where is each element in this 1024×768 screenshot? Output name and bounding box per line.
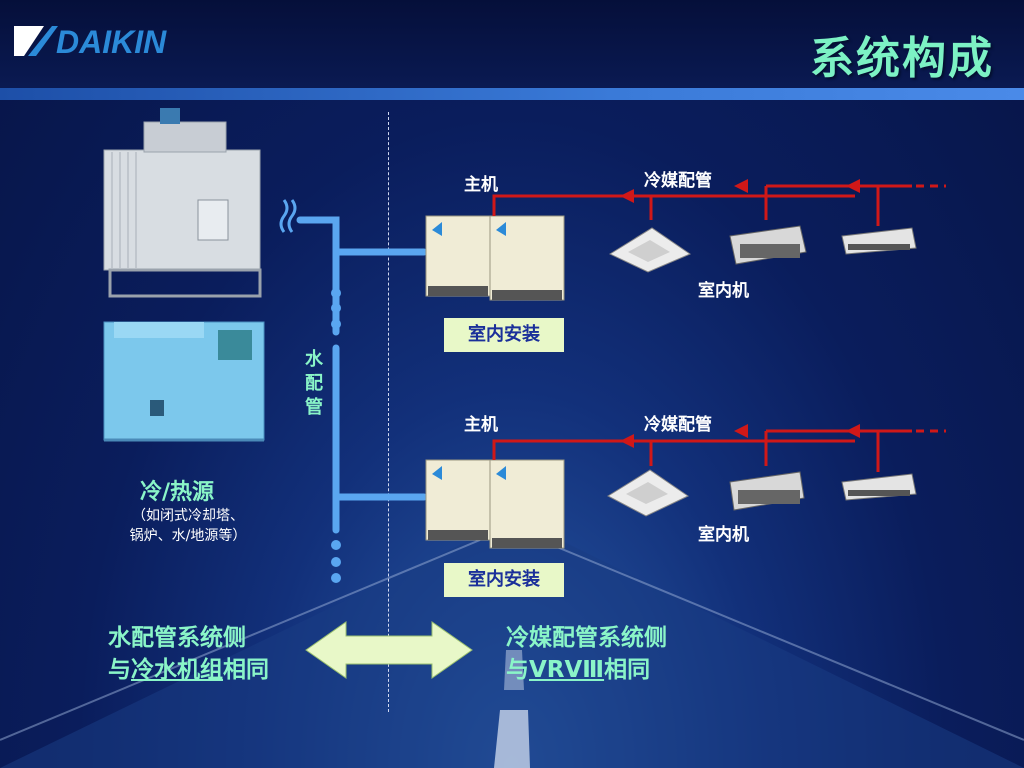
double-arrow-icon xyxy=(305,621,473,679)
upper-main-unit-label: 主机 xyxy=(464,175,498,195)
source-title: 冷/热源 xyxy=(140,480,215,505)
water-pipe-label: 水 配 管 xyxy=(305,349,323,418)
boiler-image xyxy=(103,321,265,442)
upper-refrigerant-label: 冷媒配管 xyxy=(644,171,712,191)
lower-refrigerant-pipe xyxy=(492,429,946,472)
water-pipe-dots xyxy=(331,288,341,583)
source-subtitle: （如闭式冷却塔、 锅炉、水/地源等） xyxy=(129,508,247,544)
bottom-left-text: 水配管系统侧 与冷水机组相同 xyxy=(108,625,269,683)
lower-install-label: 室内安装 xyxy=(444,563,564,597)
daikin-logo: DAIKIN xyxy=(14,24,167,60)
upper-outdoor-unit-image xyxy=(425,215,565,301)
upper-indoor-units-image xyxy=(608,225,917,273)
road-background xyxy=(0,540,1024,768)
section-divider xyxy=(388,112,389,712)
lower-refrigerant-label: 冷媒配管 xyxy=(644,415,712,435)
lower-indoor-units-image xyxy=(606,469,917,517)
lower-outdoor-unit-image xyxy=(425,459,565,549)
upper-refrigerant-pipe xyxy=(492,184,946,226)
upper-indoor-label: 室内机 xyxy=(698,281,749,301)
lower-main-unit-label: 主机 xyxy=(464,415,498,435)
page-title: 系统构成 xyxy=(810,33,994,84)
daikin-logo-text: DAIKIN xyxy=(56,24,167,60)
upper-install-label: 室内安装 xyxy=(444,318,564,352)
header-bar xyxy=(0,0,1024,88)
lower-indoor-label: 室内机 xyxy=(698,525,749,545)
header-accent-stripe xyxy=(0,88,1024,100)
cooling-tower-image xyxy=(103,108,262,298)
bottom-right-text: 冷媒配管系统侧 与VRVⅢ相同 xyxy=(506,625,667,683)
